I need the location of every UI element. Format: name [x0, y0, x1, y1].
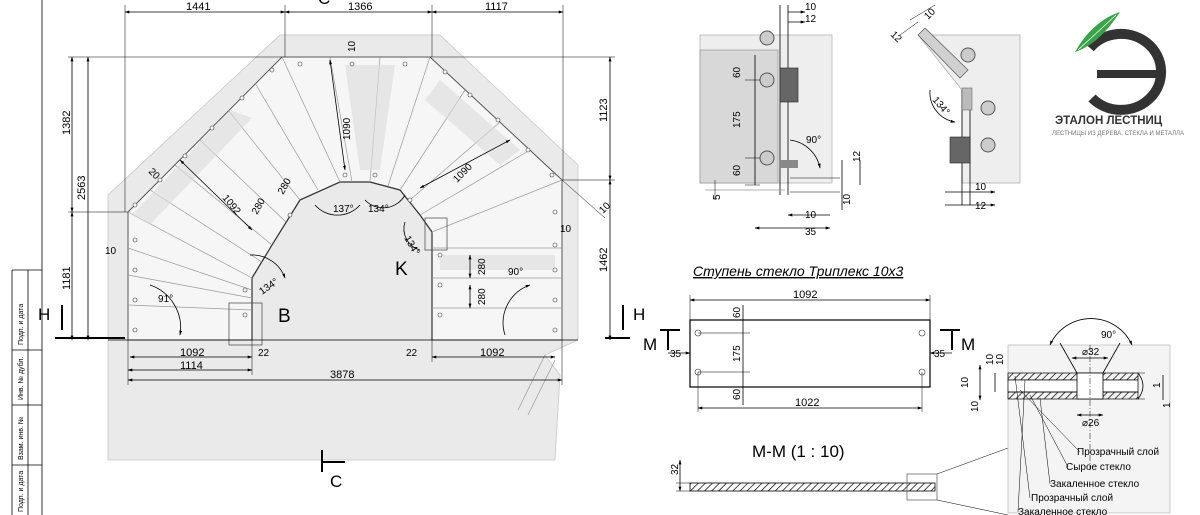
dim-right-2: 1462: [598, 248, 610, 272]
detail-b-dim-5: 5: [712, 194, 723, 200]
dim-bottom-1114: 1114: [180, 360, 203, 372]
frame-cell-3: Взам. инв. №: [18, 417, 25, 460]
dim-right-1: 1123: [598, 98, 610, 122]
frame-cell-2: Инв. № дубл.: [17, 357, 25, 400]
layer-label-3: Закаленное стекло: [1050, 479, 1140, 490]
detail-b-dim-12b: 12: [852, 150, 863, 162]
title-block-frame: Подп. и дата Инв. № дубл. Взам. инв. № П…: [11, 0, 43, 515]
detail-k-dim-10a: 10: [922, 6, 938, 22]
detail-b-dim-10: 10: [805, 2, 817, 13]
section-dim-10c: 10: [985, 353, 996, 365]
dim-inner-280d: 280: [477, 288, 488, 305]
detail-k-dim-10b: 10: [975, 182, 987, 193]
section-title: M-M (1 : 10): [752, 442, 845, 461]
detail-k-dim-12a: 12: [888, 29, 904, 45]
detail-b-dim-10b: 10: [842, 193, 853, 205]
section-dia-32: ⌀32: [1082, 347, 1100, 358]
dim-inner-280c: 280: [477, 258, 488, 275]
dim-inner-10d: 10: [597, 200, 613, 216]
dim-top-1: 1441: [186, 1, 210, 13]
label-h-left: H: [38, 305, 50, 324]
dim-inner-10c: 10: [560, 224, 572, 235]
section-mm-strip: [676, 447, 1009, 515]
dim-bottom-1092a: 1092: [180, 347, 204, 359]
step-dim-35b: 35: [934, 349, 946, 360]
detail-b-dim-175: 175: [732, 111, 743, 128]
label-h-right: H: [633, 305, 645, 324]
dim-bottom-22b: 22: [406, 348, 418, 359]
angle-91: 91°: [158, 294, 173, 305]
angle-134a: 134°: [368, 204, 389, 215]
detail-b-angle-90: 90°: [806, 135, 821, 146]
frame-cell-1: Подп. и дата: [18, 304, 25, 345]
section-dim-10d: 10: [995, 353, 1006, 365]
frame-cell-4: Подп. и дата: [18, 471, 25, 512]
angle-137: 137°: [333, 204, 354, 215]
step-dim-1092: 1092: [793, 289, 817, 301]
company-logo: [1075, 12, 1167, 115]
dim-bottom-1092b: 1092: [480, 347, 504, 359]
dim-bottom-22a: 22: [258, 348, 270, 359]
dim-top-3: 1117: [485, 1, 508, 13]
dim-bottom-3878: 3878: [330, 369, 354, 381]
step-dim-60b: 60: [732, 388, 743, 400]
detail-b-dim-60b: 60: [732, 164, 743, 176]
section-dim-1a: 1: [1152, 382, 1163, 388]
detail-k-dim-12b: 12: [975, 201, 987, 212]
logo-tagline: ЛЕСТНИЦЫ ИЗ ДЕРЕВА, СТЕКЛА И МЕТАЛЛА: [1052, 131, 1184, 137]
layer-label-1: Прозрачный слой: [1077, 447, 1159, 458]
section-dim-1b: 1: [1162, 402, 1173, 408]
label-k: K: [395, 259, 408, 280]
step-dim-1022: 1022: [795, 397, 819, 409]
dim-inner-10a: 10: [347, 40, 358, 52]
dim-top-2: 1366: [348, 1, 372, 13]
section-dim-10b: 10: [970, 400, 981, 412]
detail-k: [899, 4, 1021, 207]
section-dia-26: ⌀26: [1082, 418, 1100, 429]
glass-step-drawing: [660, 295, 960, 412]
section-detail: [978, 318, 1171, 514]
layer-label-5: Закаленное стекло: [1018, 507, 1108, 515]
angle-90: 90°: [508, 267, 523, 278]
plan-dimension-lines: [68, 5, 615, 385]
step-dim-60a: 60: [732, 306, 743, 318]
dim-left-1: 1382: [61, 111, 73, 135]
label-c: C: [330, 472, 342, 491]
dim-left-3: 1181: [61, 266, 73, 290]
detail-b-dim-60a: 60: [732, 66, 743, 78]
label-c-top: C: [318, 0, 330, 8]
section-angle-90: 90°: [1101, 330, 1116, 341]
label-b: B: [278, 306, 291, 327]
step-dim-175: 175: [732, 345, 743, 362]
dim-inner-1090a: 1090: [342, 117, 353, 140]
detail-b-dim-10c: 10: [805, 210, 817, 221]
dim-inner-10b: 10: [105, 246, 117, 257]
step-dim-35a: 35: [670, 349, 682, 360]
step-title: Ступень стекло Триплекс 10х3: [693, 263, 904, 279]
layer-label-4: Прозрачный слой: [1031, 493, 1113, 504]
stair-plan: [55, 34, 630, 472]
logo-name: ЭТАЛОН ЛЕСТНИЦ: [1055, 115, 1163, 127]
section-dim-32: 32: [670, 463, 681, 475]
section-dim-10a: 10: [960, 376, 971, 388]
detail-b: [699, 5, 861, 230]
detail-b-dim-12: 12: [805, 14, 817, 25]
dim-left-2: 2563: [76, 176, 88, 200]
step-label-m-right: M: [961, 335, 975, 354]
step-label-m-left: M: [643, 335, 657, 354]
detail-b-dim-35: 35: [805, 227, 817, 238]
bolt-holes: [132, 61, 558, 333]
layer-label-2: Сырое стекло: [1066, 462, 1131, 473]
